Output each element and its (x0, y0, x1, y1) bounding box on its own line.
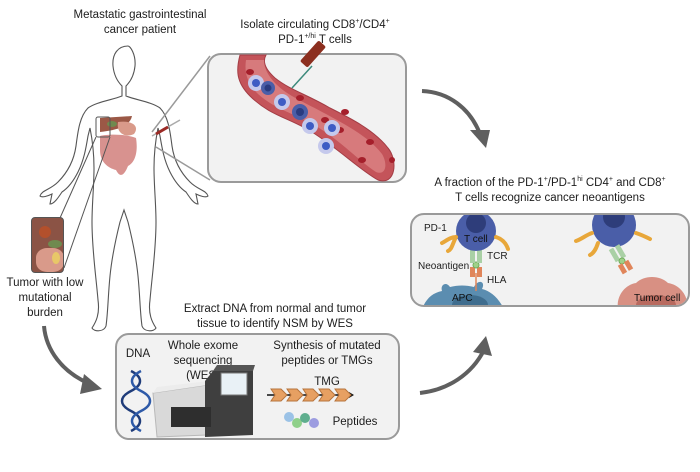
label-peptides: Peptides (332, 416, 378, 428)
body-silhouette (39, 45, 209, 332)
arrow-shaft-3 (419, 349, 486, 395)
label-synthesis: Synthesis of mutated peptides or TMGs (267, 339, 387, 369)
isolate-text-c: PD-1 (278, 34, 305, 46)
tcr-hla-complex-right (608, 244, 634, 275)
rec-text-a: A fraction of the PD-1 (434, 177, 544, 189)
extraction-title: Extract DNA from normal and tumor tissue… (150, 302, 400, 332)
extraction-title-line2: tissue to identify NSM by WES (197, 318, 353, 330)
vein-zoom-line-2 (155, 146, 211, 181)
label-pd1: PD-1 (424, 223, 447, 234)
arrow-head-2 (80, 374, 102, 394)
vein-zoom-line-1 (151, 55, 211, 133)
isolate-title: Isolate circulating CD8+/CD4+ PD-1+/hi T… (205, 18, 425, 48)
recognition-title-line1: A fraction of the PD-1+/PD-1hi CD4+ and … (410, 176, 690, 191)
label-wes-line1: Whole exome (167, 340, 239, 352)
recognition-panel: PD-1 T cell TCR Neoantigen HLA APC Tumor… (410, 213, 690, 307)
arrow-head (470, 130, 490, 148)
rec-sup-a: + (543, 176, 548, 183)
tumor-lesion-icon (39, 226, 51, 238)
patient-title-line2: cancer patient (103, 24, 177, 36)
t-cell-left-nucleus (466, 215, 486, 233)
hla-right (477, 267, 482, 277)
sequencer-drawer (171, 407, 211, 427)
tmg-construct-icon (267, 388, 354, 402)
isolate-sup-c: +/hi (304, 33, 316, 40)
stomach-icon (117, 121, 137, 136)
syringe-icon (291, 41, 326, 89)
isolate-text-b: /CD4 (359, 19, 386, 31)
tumor-nucleus (636, 295, 676, 305)
isolate-text-a: Isolate circulating CD8 (240, 19, 356, 31)
peptides-icon (284, 412, 319, 428)
label-synthesis-line2: peptides or TMGs (281, 355, 373, 367)
rec-text-c: CD4 (582, 177, 609, 189)
pd1-receptor-right-cell-2 (634, 231, 652, 241)
isolate-sup-b: + (385, 18, 390, 25)
label-apc: APC (452, 293, 473, 304)
patient-title-line1: Metastatic gastrointestinal (73, 9, 207, 21)
vessel-lumen (245, 60, 386, 173)
tumor-thumbnail (31, 217, 64, 273)
recognition-title: A fraction of the PD-1+/PD-1hi CD4+ and … (410, 176, 690, 206)
rec-text-d: and CD8 (612, 177, 662, 189)
tcr-right (477, 249, 482, 263)
tcr-left (470, 249, 475, 263)
label-tumor-cell: Tumor cell (634, 293, 681, 304)
zoom-line-1 (59, 136, 97, 219)
sequencer-screen (220, 372, 248, 396)
label-synthesis-line1: Synthesis of mutated (273, 340, 381, 352)
intestines-icon (100, 134, 137, 175)
rec-sup-b: hi (577, 176, 583, 183)
extraction-panel: DNA Whole exome sequencing (WES) Synthes… (115, 333, 400, 440)
tumor-label-line2: mutational (18, 292, 72, 304)
t-cells-in-vessel (248, 75, 340, 154)
label-tcell: T cell (464, 234, 488, 245)
pd1-receptor-right (494, 235, 510, 251)
label-hla: HLA (487, 275, 507, 286)
rec-sup-d: + (661, 176, 666, 183)
recognition-title-line2: T cells recognize cancer neoantigens (455, 192, 645, 204)
tumor-label: Tumor with low mutational burden (0, 276, 90, 321)
label-dna: DNA (125, 348, 151, 360)
rec-text-b: /PD-1 (547, 177, 578, 189)
dna-helix-icon (120, 369, 152, 433)
arrow-shaft-2 (42, 325, 91, 386)
zoom-line-2 (63, 136, 111, 269)
syringe-arm-icon (151, 119, 181, 137)
pd1-receptor-left (440, 235, 458, 253)
organ-zoom-box (95, 116, 111, 138)
label-tmg: TMG (314, 376, 340, 388)
isolate-title-line2: PD-1+/hi T cells (205, 33, 425, 48)
recognition-illustration (423, 215, 688, 305)
pd1-receptor-right-cell (574, 231, 600, 257)
label-neoantigen: Neoantigen (418, 261, 470, 272)
label-tcr: TCR (487, 251, 508, 262)
apc-nucleus (452, 295, 488, 305)
arrow-shaft (421, 89, 482, 135)
patient-title: Metastatic gastrointestinal cancer patie… (40, 8, 240, 38)
isolate-title-line1: Isolate circulating CD8+/CD4+ (205, 18, 425, 33)
extraction-illustration (120, 365, 354, 438)
tumor-label-line3: burden (27, 307, 63, 319)
rec-sup-c: + (608, 176, 613, 183)
tumor-label-line1: Tumor with low (6, 277, 84, 289)
hla-left (470, 267, 475, 277)
abdominal-organs (100, 116, 137, 175)
isolate-text-d: T cells (315, 34, 352, 46)
pancreas-thumb-icon (52, 252, 60, 264)
extraction-title-line1: Extract DNA from normal and tumor (183, 303, 367, 315)
gallbladder-thumb-icon (48, 240, 62, 248)
sequencer-machine-icon (152, 365, 255, 438)
isolate-sup-a: + (355, 18, 360, 25)
arrow-head-3 (473, 336, 492, 356)
t-cell-right-nucleus (603, 215, 625, 228)
neoantigen-icon (472, 261, 480, 269)
t-cell-right (592, 215, 636, 247)
